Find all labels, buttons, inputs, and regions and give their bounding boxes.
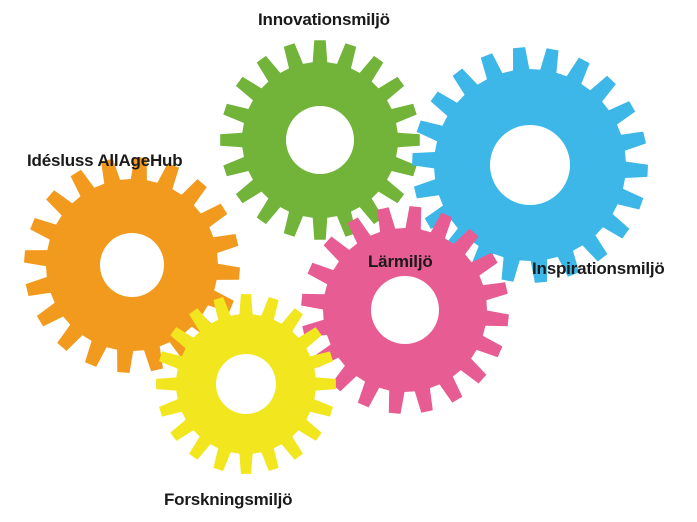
inspiration-label: Inspirationsmiljö (532, 259, 665, 278)
larmiljo-gear (301, 206, 509, 414)
forskning-gear (156, 294, 336, 474)
innovation-label: Innovationsmiljö (258, 10, 390, 29)
inspiration-gear (412, 47, 648, 283)
idesluss-label: Idésluss AllAgeHub (27, 151, 183, 170)
larmiljo-label: Lärmiljö (368, 252, 433, 271)
forskning-label: Forskningsmiljö (164, 490, 293, 509)
innovation-gear (220, 40, 420, 240)
idesluss-gear (24, 157, 240, 373)
